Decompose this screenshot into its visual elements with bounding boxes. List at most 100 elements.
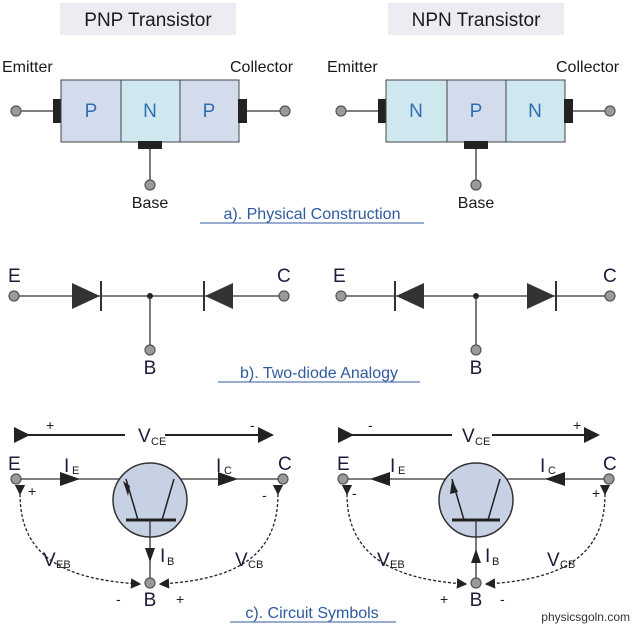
npn-diode-e-terminal	[335, 290, 347, 302]
pnp-ie-sub: E	[72, 465, 79, 477]
pnp-title: PNP Transistor	[84, 10, 212, 31]
npn-vce-plus: +	[573, 417, 581, 433]
pnp-circuit-symbol: + - V CE E C I E I C + - I B B - + V EB …	[8, 417, 292, 611]
npn-sym-b-terminal	[470, 577, 482, 589]
pnp-veb-label: V	[43, 550, 56, 571]
npn-vce-sub: CE	[475, 436, 490, 448]
npn-sym-e-terminal	[337, 473, 349, 485]
npn-n-region-1	[385, 79, 448, 143]
pnp-region-label-3: P	[203, 101, 216, 122]
pnp-sym-b-label: B	[144, 590, 157, 611]
pnp-veb-sub: EB	[56, 559, 71, 571]
npn-p-region	[446, 79, 507, 143]
npn-region-label-2: P	[470, 101, 483, 122]
npn-base-label: Base	[458, 195, 495, 212]
pnp-diode-b-terminal	[144, 344, 156, 356]
pnp-emitter-label: Emitter	[2, 59, 53, 76]
npn-sym-c-terminal	[603, 473, 615, 485]
npn-region-label-3: N	[528, 101, 542, 122]
pnp-sym-c-label: C	[278, 454, 292, 475]
npn-b-plus: +	[440, 591, 448, 607]
npn-veb-sub: EB	[390, 559, 405, 571]
pnp-sym-c-terminal	[277, 473, 289, 485]
npn-b-minus: -	[500, 591, 505, 607]
pnp-vcb-sub: CB	[248, 559, 263, 571]
npn-title: NPN Transistor	[412, 10, 541, 31]
pnp-collector-terminal	[279, 105, 291, 117]
npn-circuit-symbol: - + V CE E C I E I C - + I B B + - V EB …	[337, 417, 617, 611]
pnp-vce-minus: -	[250, 417, 255, 433]
npn-region-label-1: N	[409, 101, 423, 122]
npn-base-terminal	[470, 179, 482, 191]
pnp-p-region-1	[60, 79, 122, 143]
pnp-region-label-2: N	[143, 101, 157, 122]
pnp-diode-e-label: E	[8, 266, 21, 287]
npn-diode-c-label: C	[603, 266, 617, 287]
pnp-ib-sub: B	[167, 556, 174, 568]
npn-diode-b-label: B	[470, 358, 483, 379]
pnp-c-minus: -	[262, 487, 267, 503]
npn-sym-b-label: B	[470, 590, 483, 611]
pnp-sym-b-terminal	[144, 577, 156, 589]
pnp-vce-plus: +	[46, 417, 54, 433]
section-a-caption: a). Physical Construction	[224, 206, 401, 223]
npn-sym-e-label: E	[337, 454, 350, 475]
npn-vce-label: V	[462, 426, 475, 447]
npn-diode-2	[527, 283, 555, 309]
pnp-b-plus: +	[176, 591, 184, 607]
npn-ic-sub: C	[548, 465, 556, 477]
pnp-ic-sub: C	[224, 465, 232, 477]
npn-c-plus: +	[592, 485, 600, 501]
section-c-caption: c). Circuit Symbols	[245, 605, 378, 622]
pnp-diode-1	[72, 283, 100, 309]
pnp-diode-2	[205, 283, 233, 309]
pnp-diode-analogy: E C B	[8, 266, 291, 379]
pnp-title-box	[60, 3, 236, 35]
pnp-ie-label: I	[64, 456, 69, 477]
npn-ib-label: I	[485, 546, 490, 567]
npn-ie-label: I	[390, 456, 395, 477]
npn-physical: NPN Transistor Emitter Collector N P N B…	[327, 3, 620, 212]
pnp-diode-e-terminal	[8, 290, 20, 302]
npn-ic-label: I	[540, 456, 545, 477]
pnp-sym-e-terminal	[10, 473, 22, 485]
pnp-e-plus: +	[28, 483, 36, 499]
pnp-region-label-1: P	[85, 101, 98, 122]
npn-e-minus: -	[352, 485, 357, 501]
pnp-diode-c-label: C	[277, 266, 291, 287]
pnp-vcb-label: V	[235, 550, 248, 571]
pnp-b-minus: -	[116, 591, 121, 607]
pnp-vce-label: V	[138, 426, 151, 447]
pnp-diode-c-terminal	[278, 290, 290, 302]
pnp-base-terminal	[144, 179, 156, 191]
npn-diode-c-terminal	[604, 290, 616, 302]
pnp-emitter-terminal	[10, 105, 22, 117]
pnp-sym-e-label: E	[8, 454, 21, 475]
pnp-collector-label: Collector	[230, 59, 294, 76]
npn-collector-terminal	[604, 105, 616, 117]
npn-emitter-label: Emitter	[327, 59, 378, 76]
npn-vcb-label: V	[547, 550, 560, 571]
npn-sym-c-label: C	[603, 454, 617, 475]
section-b-caption: b). Two-diode Analogy	[240, 365, 398, 382]
npn-ie-sub: E	[398, 465, 405, 477]
pnp-diode-b-label: B	[144, 358, 157, 379]
pnp-ic-label: I	[216, 456, 221, 477]
npn-title-box	[388, 3, 564, 35]
npn-ib-sub: B	[492, 556, 499, 568]
npn-diode-e-label: E	[333, 266, 346, 287]
pnp-vce-sub: CE	[151, 436, 166, 448]
npn-vcb-sub: CB	[560, 559, 575, 571]
pnp-ib-label: I	[160, 546, 165, 567]
npn-collector-label: Collector	[556, 59, 620, 76]
pnp-n-region	[120, 79, 181, 143]
pnp-physical: PNP Transistor Emitter Collector P N P B…	[2, 3, 294, 212]
npn-diode-1	[396, 283, 424, 309]
npn-diode-analogy: E C B	[333, 266, 617, 379]
npn-vce-minus: -	[368, 417, 373, 433]
npn-n-region-2	[505, 79, 566, 143]
pnp-base-label: Base	[132, 195, 169, 212]
npn-veb-label: V	[377, 550, 390, 571]
watermark: physicsgoln.com	[541, 610, 630, 624]
